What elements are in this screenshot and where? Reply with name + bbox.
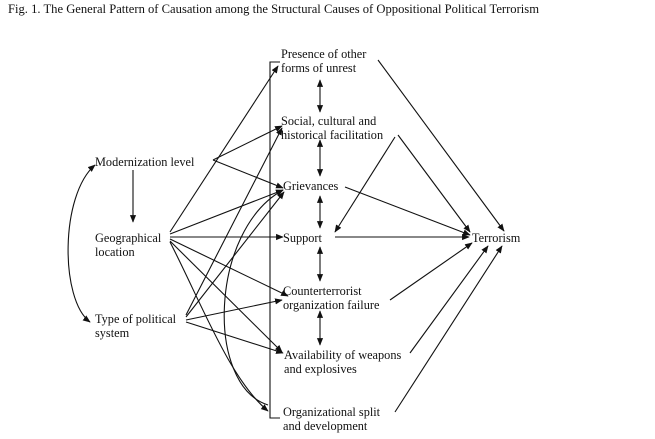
edge-modernization-to-facilitation: [212, 125, 283, 161]
node-label-line: Counterterrorist: [283, 284, 362, 298]
node-label-line: and development: [283, 419, 368, 433]
node-label-line: location: [95, 245, 135, 259]
edge-grievances-to-terrorism: [344, 186, 471, 236]
node-label-line: Organizational split: [283, 405, 381, 419]
edge-facilitation-to-support: [334, 136, 396, 233]
figure-title: Fig. 1. The General Pattern of Causation…: [8, 2, 539, 16]
edge-feedback-to-grievances: [223, 189, 284, 406]
node-label-line: Availability of weapons: [284, 348, 402, 362]
node-label-line: system: [95, 326, 130, 340]
node-label-line: historical facilitation: [281, 128, 384, 142]
edge-modernization-to-grievances: [212, 159, 284, 189]
node-label-line: Social, cultural and: [281, 114, 377, 128]
edge-unrest-to-terrorism: [377, 59, 505, 232]
edge-counterterrorist-to-terrorism: [389, 242, 473, 301]
edge-geographical-to-split-curve: [169, 241, 269, 412]
edge-split-to-terrorism: [394, 245, 503, 413]
node-terrorism: Terrorism: [472, 231, 520, 245]
node-label-line: forms of unrest: [281, 61, 357, 75]
node-label-line: Terrorism: [472, 231, 521, 245]
node-label-line: Support: [283, 231, 322, 245]
node-label-line: Presence of other: [281, 47, 367, 61]
edge-political-to-grievances: [185, 191, 285, 318]
node-label-line: organization failure: [283, 298, 380, 312]
edge-political-to-weapons: [185, 321, 284, 354]
edge-geographical-to-counterterrorist: [169, 238, 289, 297]
edge-geographical-to-weapons: [169, 240, 283, 353]
edge-facilitation-to-terrorism: [397, 134, 471, 233]
edge-political-to-counterterrorist: [185, 298, 283, 321]
edge-political-to-facilitation: [185, 127, 283, 316]
node-label-line: Type of political: [95, 312, 177, 326]
node-modernization-level: Modernization level: [95, 155, 194, 169]
edge-spine: [269, 61, 280, 419]
edge-weapons-to-terrorism: [409, 245, 489, 354]
node-grievances: Grievances: [283, 179, 338, 193]
edge-geographical-to-grievances: [169, 189, 284, 235]
node-label-line: Grievances: [283, 179, 339, 193]
node-label-line: Geographical: [95, 231, 162, 245]
node-support: Support: [283, 231, 322, 245]
edge-geographical-to-unrest: [169, 65, 279, 233]
node-label-line: Modernization level: [95, 155, 195, 169]
node-label-line: and explosives: [284, 362, 357, 376]
edge-modernization-political-curve: [67, 164, 96, 323]
